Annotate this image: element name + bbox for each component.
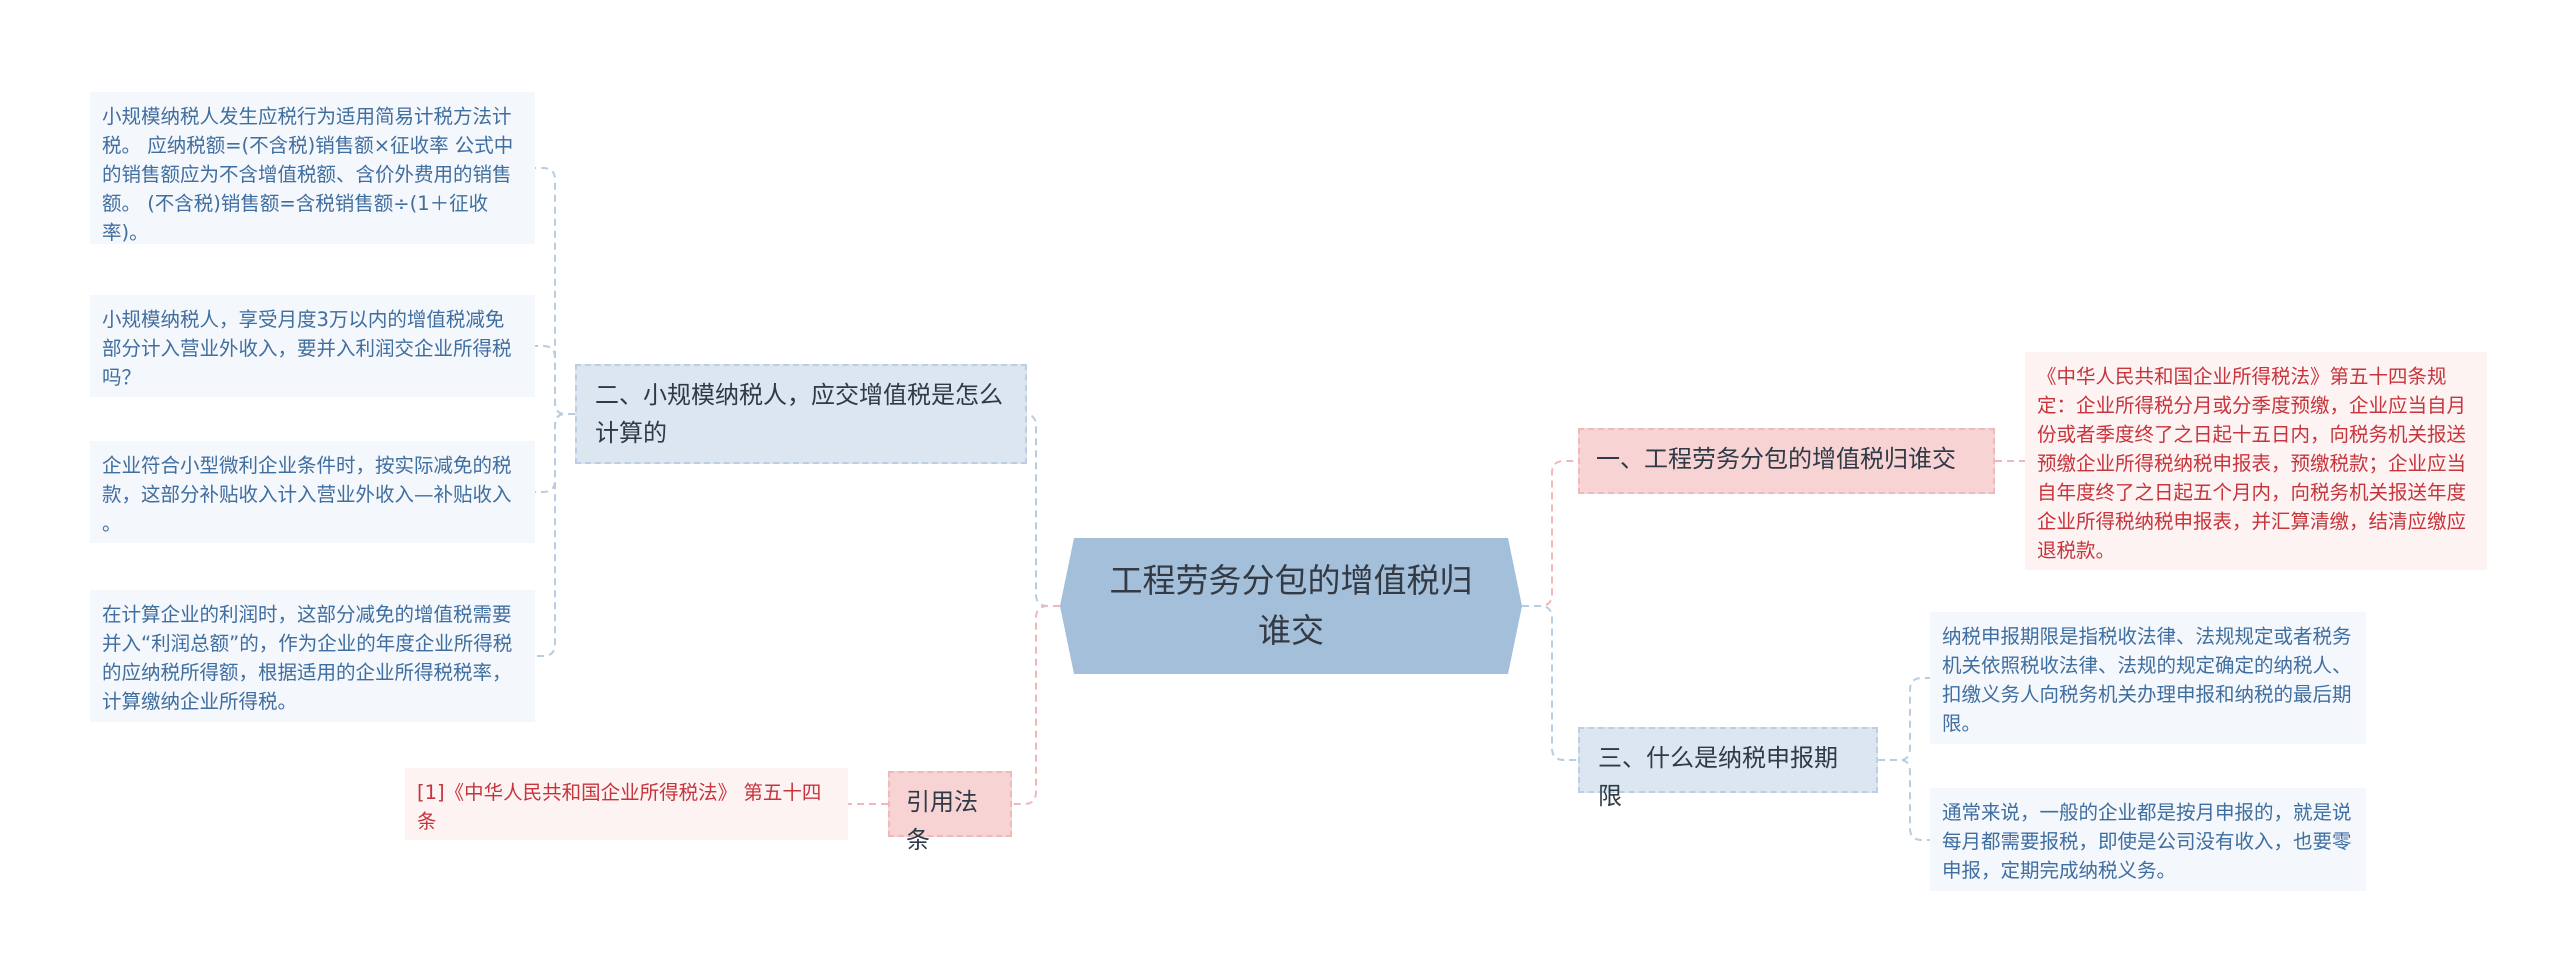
branch-small-scale-vat-calculation[interactable]: 二、小规模纳税人，应交增值税是怎么计算的 — [575, 364, 1027, 464]
link-root-b3 — [1522, 605, 1578, 761]
branch-tax-filing-deadline[interactable]: 三、什么是纳税申报期限 — [1578, 727, 1878, 810]
link-b2-leaf2 — [535, 345, 575, 415]
branch-cited-law[interactable]: 引用法条 — [888, 771, 1012, 854]
leaf-monthly-filing[interactable]: 通常来说，一般的企业都是按月申报的，就是说每月都需要报税，即使是公司没有收入，也… — [1930, 788, 2366, 891]
link-b2-leaf4 — [535, 413, 575, 657]
leaf-enterprise-income-tax-law-art54[interactable]: 《中华人民共和国企业所得税法》第五十四条规定：企业所得税分月或分季度预缴，企业应… — [2025, 352, 2487, 570]
leaf-simplified-tax-formula[interactable]: 小规模纳税人发生应税行为适用简易计税方法计税。 应纳税额=(不含税)销售额×征收… — [90, 92, 535, 244]
leaf-profit-total-inclusion[interactable]: 在计算企业的利润时，这部分减免的增值税需要并入“利润总额”的，作为企业的年度企业… — [90, 590, 535, 722]
link-b3-leaf1 — [1878, 677, 1930, 761]
root-topic[interactable]: 工程劳务分包的增值税归谁交 — [1060, 538, 1522, 674]
leaf-citation-1[interactable]: [1]《中华人民共和国企业所得税法》 第五十四条 — [405, 768, 848, 840]
link-b3-leaf2 — [1878, 759, 1930, 841]
leaf-vat-exemption-income-question[interactable]: 小规模纳税人，享受月度3万以内的增值税减免部分计入营业外收入，要并入利润交企业所… — [90, 295, 535, 397]
link-root-b4 — [1012, 605, 1060, 805]
branch-labor-subcontract-vat[interactable]: 一、工程劳务分包的增值税归谁交 — [1578, 428, 1995, 494]
leaf-filing-deadline-definition[interactable]: 纳税申报期限是指税收法律、法规规定或者税务机关依照税收法律、法规的规定确定的纳税… — [1930, 612, 2366, 744]
link-root-b1 — [1522, 460, 1578, 607]
leaf-subsidy-income[interactable]: 企业符合小型微利企业条件时，按实际减免的税款，这部分补贴收入计入营业外收入—补贴… — [90, 441, 535, 543]
link-root-b2 — [1012, 413, 1060, 607]
